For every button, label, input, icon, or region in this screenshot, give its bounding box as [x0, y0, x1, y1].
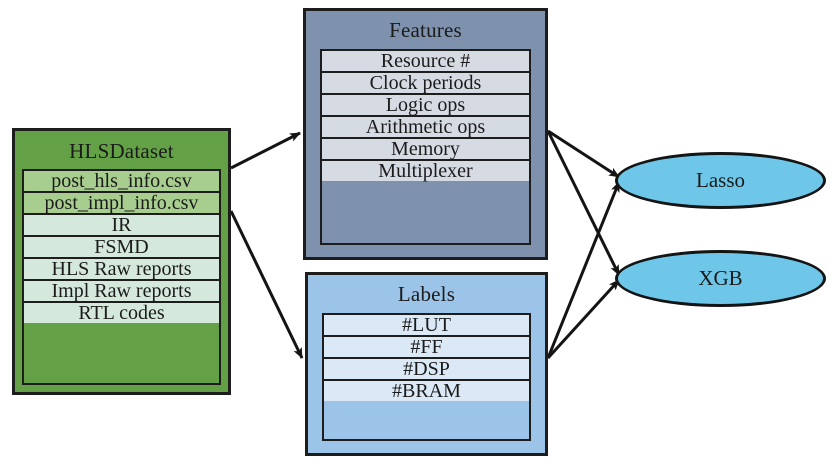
labels-title: Labels — [397, 282, 456, 306]
dataset-row-post-impl-info[interactable]: post_impl_info.csv — [24, 193, 219, 215]
edge-labels-to-xgb — [546, 278, 621, 360]
labels-box: Labels #LUT #FF #DSP #BRAM — [305, 272, 548, 456]
dataset-row-fsmd[interactable]: FSMD — [24, 237, 219, 259]
dataset-row-rtl-codes[interactable]: RTL codes — [24, 303, 219, 323]
features-row-memory[interactable]: Memory — [322, 139, 529, 161]
labels-row-list: #LUT #FF #DSP #BRAM — [322, 313, 531, 441]
labels-row-dsp[interactable]: #DSP — [324, 359, 529, 381]
features-row-arithmetic-ops[interactable]: Arithmetic ops — [322, 117, 529, 139]
features-row-list: Resource # Clock periods Logic ops Arith… — [320, 49, 531, 245]
dataset-row-post-hls-info[interactable]: post_hls_info.csv — [24, 171, 219, 193]
features-row-multiplexer[interactable]: Multiplexer — [322, 161, 529, 181]
labels-row-lut[interactable]: #LUT — [324, 315, 529, 337]
features-box: Features Resource # Clock periods Logic … — [303, 8, 548, 260]
model-xgb[interactable]: XGB — [615, 250, 826, 307]
features-row-resource-count[interactable]: Resource # — [322, 51, 529, 73]
features-row-logic-ops[interactable]: Logic ops — [322, 95, 529, 117]
edge-features-to-xgb — [546, 130, 621, 276]
hlsdataset-box: HLSDataset post_hls_info.csv post_impl_i… — [12, 128, 231, 395]
edge-labels-to-lasso — [546, 181, 621, 359]
dataset-row-hls-raw-reports[interactable]: HLS Raw reports — [24, 259, 219, 281]
model-lasso[interactable]: Lasso — [615, 152, 826, 209]
labels-row-bram[interactable]: #BRAM — [324, 381, 529, 401]
features-row-clock-periods[interactable]: Clock periods — [322, 73, 529, 95]
hlsdataset-title: HLSDataset — [69, 139, 174, 163]
labels-row-ff[interactable]: #FF — [324, 337, 529, 359]
hlsdataset-row-list: post_hls_info.csv post_impl_info.csv IR … — [22, 169, 221, 385]
features-title: Features — [389, 18, 462, 42]
dataset-row-impl-raw-reports[interactable]: Impl Raw reports — [24, 281, 219, 303]
dataset-row-ir[interactable]: IR — [24, 215, 219, 237]
edge-postimpl-to-labels — [229, 210, 304, 359]
edge-features-to-lasso — [547, 129, 620, 179]
edge-posthls-to-features — [230, 131, 301, 170]
